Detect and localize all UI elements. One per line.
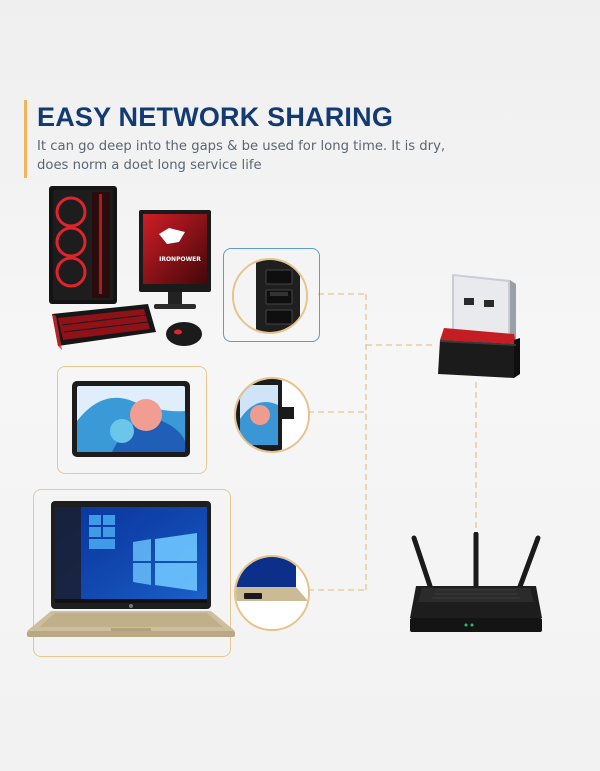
desktop-pc-icon xyxy=(44,182,219,367)
accent-bar xyxy=(24,100,27,178)
monitor-brand-label: IRONPOWER xyxy=(159,256,201,263)
tablet-port-closeup xyxy=(234,377,310,453)
desktop-port-frame xyxy=(223,248,320,342)
laptop-icon xyxy=(27,499,235,645)
usb-dongle-icon xyxy=(430,270,522,388)
subtext: It can go deep into the gaps & be used f… xyxy=(37,139,446,173)
desktop-port-closeup xyxy=(232,258,308,334)
headline: EASY NETWORK SHARING xyxy=(37,102,394,132)
tablet-icon xyxy=(72,381,190,457)
laptop-frame xyxy=(33,489,231,657)
laptop-port-closeup xyxy=(234,555,310,631)
tablet-frame xyxy=(57,366,207,474)
router-icon xyxy=(406,532,546,640)
